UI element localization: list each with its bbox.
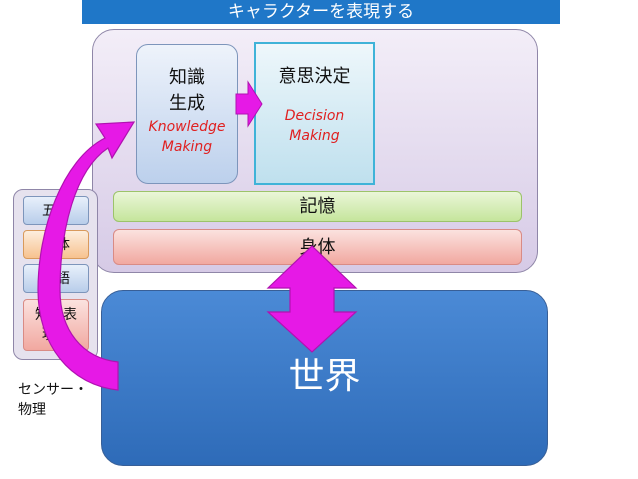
- diagram-title: キャラクターを表現する: [82, 0, 560, 24]
- knowledge-to-decision-arrow: [235, 80, 263, 128]
- decision-en-line1: Decision: [284, 108, 345, 124]
- sensor-label-line1: センサー・: [18, 382, 88, 398]
- knowledge-jp-line2: 生成: [169, 93, 205, 114]
- curved-feedback-arrow: [37, 121, 136, 391]
- knowledge-making-box: 知識 生成 Knowledge Making: [136, 44, 238, 184]
- body-world-double-arrow: [266, 245, 358, 353]
- sensor-physics-label: センサー・ 物理: [18, 380, 98, 420]
- knowledge-jp-line1: 知識: [169, 67, 205, 88]
- memory-box: 記憶: [113, 191, 522, 222]
- knowledge-en-line1: Knowledge: [148, 119, 226, 135]
- knowledge-en-line2: Making: [161, 139, 213, 155]
- decision-making-box: 意思決定 Decision Making: [254, 42, 375, 185]
- sensor-label-line2: 物理: [18, 402, 46, 418]
- decision-en-line2: Making: [289, 128, 340, 144]
- decision-jp: 意思決定: [278, 66, 351, 87]
- world-label: 世界: [288, 356, 361, 397]
